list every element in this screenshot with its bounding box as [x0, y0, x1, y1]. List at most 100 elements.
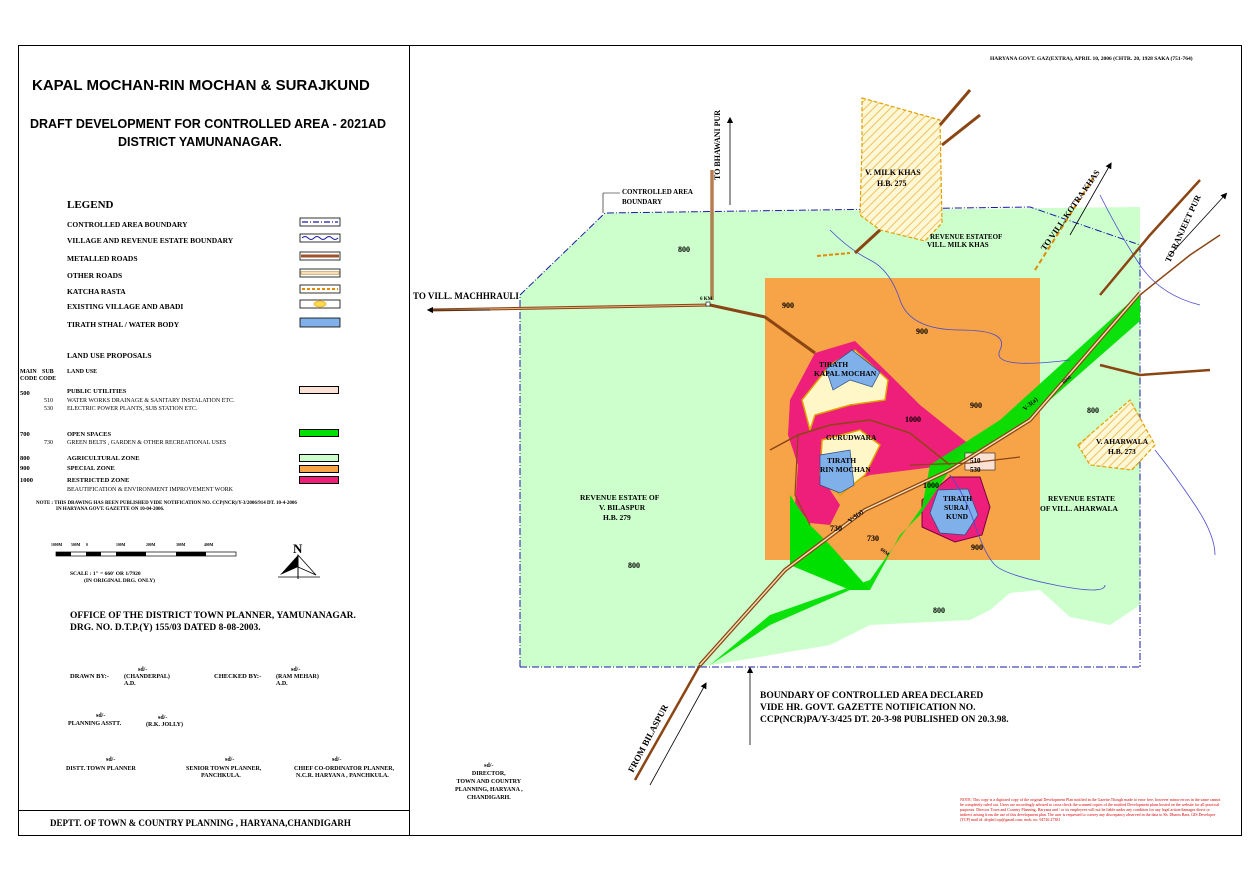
km-marker	[705, 301, 711, 307]
road-milk	[853, 228, 882, 255]
water-body-icon	[299, 317, 341, 328]
col-main: MAIN	[20, 369, 37, 375]
legend-label: OTHER ROADS	[67, 271, 123, 280]
village-boundary-icon	[299, 233, 341, 243]
ccp-title: CHIEF CO-ORDINATOR PLANNER,	[294, 766, 395, 772]
landuse-label: PUBLIC UTILITIES	[67, 388, 127, 395]
tirath-label: SURAJ	[944, 503, 968, 512]
footer-bar: DEPTT. OF TOWN & COUNTRY PLANNING , HARY…	[18, 810, 410, 837]
road-aharwala	[1139, 234, 1221, 296]
legend-swatches	[299, 217, 341, 328]
legend-label: EXISTING VILLAGE AND ABADI	[67, 302, 184, 311]
special-zone-swatch	[299, 465, 339, 473]
office-name: OFFICE OF THE DISTRICT TOWN PLANNER, YAM…	[70, 611, 356, 621]
agricultural-swatch	[299, 454, 339, 462]
village-hb: H.B. 275	[877, 179, 907, 188]
scale-tick: 300M	[176, 543, 186, 547]
revenue-label: VILL. MILK KHAS	[927, 241, 989, 249]
legend-label: TIRATH STHAL / WATER BODY	[67, 320, 180, 329]
notification-note-2: IN HARYANA GOVT. GAZETTE ON 10-04-2006.	[56, 507, 165, 512]
revenue-boundary	[829, 229, 1071, 364]
zone-code: 900	[916, 327, 928, 336]
north-label: N	[293, 541, 303, 556]
landuse-heading: LAND USE PROPOSALS	[67, 351, 152, 360]
landuse-code: 800	[20, 455, 30, 462]
drawn-by-label: DRAWN BY:-	[70, 673, 109, 680]
scale-tick: 400M	[204, 543, 214, 547]
zone-code: 800	[1087, 406, 1099, 415]
legend-panel: KAPAL MOCHAN-RIN MOCHAN & SURAJKUND DRAF…	[18, 45, 410, 836]
sd-mark: sd/-	[138, 667, 148, 673]
village-name: V. AHARWALA	[1096, 437, 1149, 446]
legend-label: METALLED ROADS	[67, 254, 138, 263]
scale-text: SCALE : 1" = 660' OR 1/7920	[70, 571, 141, 577]
road-width: 60M	[1062, 375, 1073, 385]
arrow-bilaspur	[649, 682, 707, 786]
landuse-code: 510	[44, 398, 53, 404]
scale-tick: 0	[86, 543, 88, 547]
director-title: PLANNING, HARYANA ,	[455, 787, 523, 793]
road-milk-east	[941, 113, 981, 147]
scale-tick: 200M	[146, 543, 156, 547]
metalled-road-icon	[299, 251, 341, 261]
inner-road	[769, 419, 951, 466]
revenue-label: V. BILASPUR	[599, 503, 646, 512]
zone-code: 900	[971, 543, 983, 552]
col-sub: SUB	[42, 369, 54, 375]
digitization-note: NOTE: This copy is a digitized copy of t…	[960, 797, 1221, 822]
boundary-note-line: CCP(NCR)PA/Y-3/425 DT. 20-3-98 PUBLISHED…	[760, 715, 1009, 725]
open-space-730-b	[790, 495, 870, 590]
sd-mark: sd/-	[484, 763, 494, 769]
boundary-label: BOUNDARY	[622, 198, 662, 206]
zone-code: 800	[933, 606, 945, 615]
landuse-label: ELECTRIC POWER PLANTS, SUB STATION ETC.	[67, 406, 198, 412]
road-ranjeet	[1099, 179, 1201, 296]
suraj-kund-water	[929, 488, 979, 536]
landuse-label: OPEN SPACES	[67, 431, 112, 438]
director-signature: sd/- DIRECTOR, TOWN AND COUNTRY PLANNING…	[455, 762, 523, 802]
village-aharwala	[1077, 399, 1156, 471]
tirath-label: KAPAL MOCHAN	[814, 369, 877, 378]
sd-mark: sd/-	[158, 715, 168, 721]
sd-mark: sd/-	[332, 757, 342, 763]
highway-v3a	[699, 292, 1141, 666]
road-west	[709, 303, 816, 355]
revenue-label: H.B. 279	[603, 513, 631, 522]
controlled-label: CONTROLLED AREA	[622, 188, 693, 196]
zone-code: 900	[782, 301, 794, 310]
revenue-boundary	[949, 474, 1106, 591]
landuse-code: 1000	[20, 477, 33, 484]
dtp-title: DISTT. TOWN PLANNER	[66, 766, 136, 772]
road-label-bilaspur: FROM BILASPUR	[626, 702, 670, 774]
scale-tick: 100M	[116, 543, 126, 547]
revenue-label: REVENUE ESTATEOF	[930, 233, 1002, 241]
village-abadi-icon	[299, 299, 341, 309]
zone-code: 1000	[905, 415, 921, 424]
road-south	[633, 664, 702, 781]
district-title: DISTRICT YAMUNANAGAR.	[118, 135, 282, 149]
village-milk-khas	[859, 97, 943, 242]
zone-code: 900	[970, 401, 982, 410]
checked-by-name: (RAM MEHAR)	[276, 674, 319, 680]
landuse-label: RESTRICTED ZONE	[67, 477, 130, 484]
director-title: TOWN AND COUNTRY	[456, 779, 522, 785]
zone-code: 730	[830, 524, 842, 533]
revenue-label: REVENUE ESTATE OF	[580, 493, 660, 502]
revenue-boundary	[1154, 449, 1216, 556]
zone-code: 800	[678, 245, 690, 254]
sheet-border	[18, 45, 1242, 836]
landuse-code: 900	[20, 465, 30, 472]
zone-code: 800	[628, 561, 640, 570]
km-label: 6 KM	[700, 297, 713, 302]
landuse-label: BEAUTIFICATION & ENVIRONMENT IMPROVEMENT…	[67, 487, 233, 493]
katcha-rasta	[816, 252, 851, 257]
boundary-note: BOUNDARY OF CONTROLLED AREA DECLARED VID…	[760, 690, 1009, 726]
sd-mark: sd/-	[225, 757, 235, 763]
tirath-label: TIRATH	[827, 456, 856, 465]
col-code: CODE CODE	[20, 376, 57, 382]
landuse-label: GREEN BELTS , GARDEN & OTHER RECREATIONA…	[67, 440, 227, 446]
legend-label: KATCHA RASTA	[67, 287, 126, 296]
drawing-number: DRG. NO. D.T.P.(Y) 155/03 DATED 8-08-200…	[70, 623, 261, 633]
director-title: DIRECTOR,	[471, 771, 506, 777]
landuse-label: AGRICULTURAL ZONE	[67, 455, 140, 462]
